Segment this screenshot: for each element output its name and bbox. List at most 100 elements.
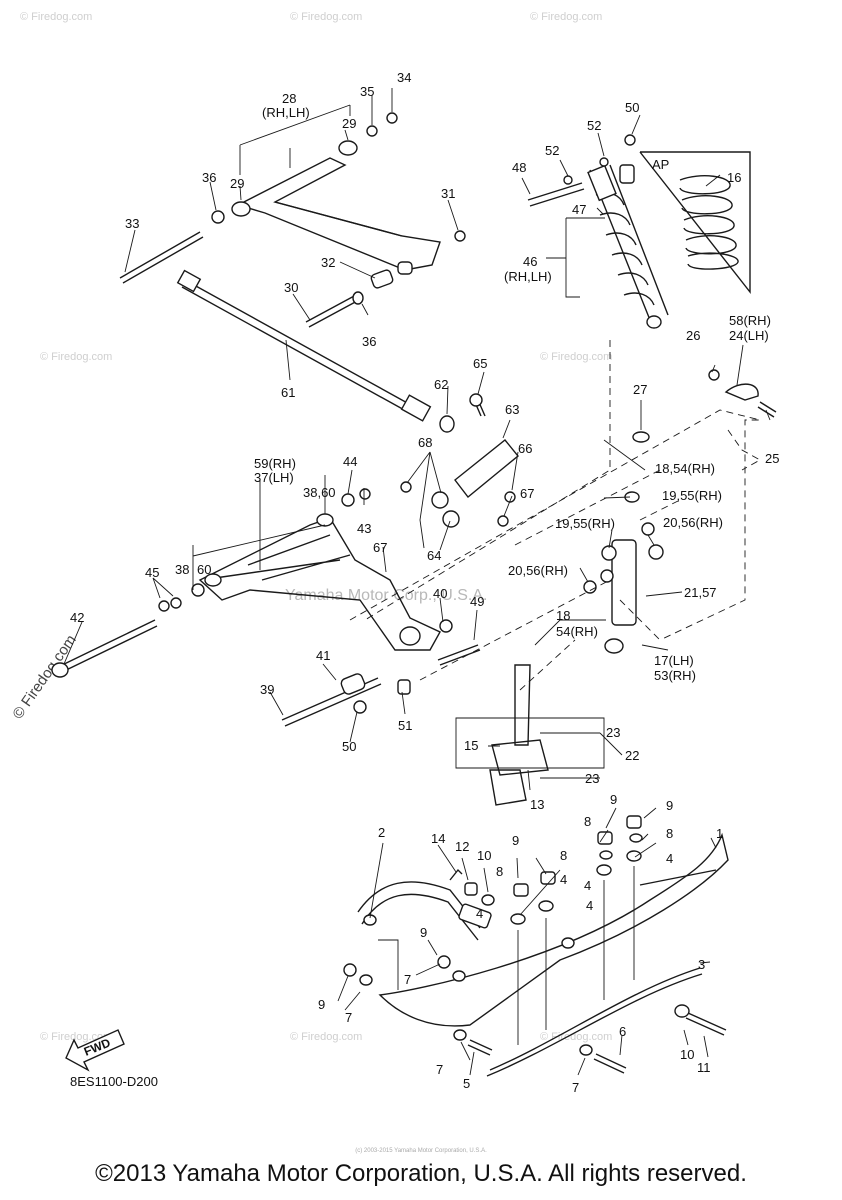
label-25: 25 [765,451,779,466]
label-4: 4 [584,878,591,893]
label-6: 6 [619,1024,626,1039]
label-10: 10 [680,1047,694,1062]
label-49: 49 [470,594,484,609]
label-19-55: 19,55(RH) [662,488,722,503]
label-11: 11 [697,1060,711,1075]
label-67: 67 [520,486,534,501]
label-60: 60 [197,562,211,577]
label-46-sub: (RH,LH) [504,269,552,284]
label-47: 47 [572,202,586,217]
tiny-copyright: (c) 2003-2015 Yamaha Motor Corporation, … [355,1148,487,1154]
label-4: 4 [586,898,593,913]
label-12: 12 [455,839,469,854]
label-32: 32 [321,255,335,270]
label-9: 9 [666,798,673,813]
label-64: 64 [427,548,441,563]
label-40: 40 [433,586,447,601]
label-26: 26 [686,328,700,343]
label-45: 45 [145,565,159,580]
label-1: 1 [716,826,723,841]
label-33: 33 [125,216,139,231]
label-7: 7 [345,1010,352,1025]
label-29: 29 [342,116,356,131]
watermark-center: Yamaha Motor Corp., U.S.A. [285,587,487,604]
label-52: 52 [587,118,601,133]
label-28: 28 [282,91,296,106]
label-8: 8 [584,814,591,829]
watermark-site: © Firedog.com [290,11,362,23]
label-8: 8 [496,864,503,879]
label-5: 5 [463,1076,470,1091]
label-39: 39 [260,682,274,697]
watermark-site: © Firedog.com [290,1031,362,1043]
label-50: 50 [625,100,639,115]
watermark-site-left: © Firedog.com [9,632,79,723]
label-18-54: 18,54(RH) [655,461,715,476]
label-23: 23 [585,771,599,786]
watermark-site: © Firedog.com [530,11,602,23]
label-4: 4 [560,872,567,887]
label-4: 4 [476,906,483,921]
label-48: 48 [512,160,526,175]
label-4: 4 [666,851,673,866]
label-41: 41 [316,648,330,663]
copyright-notice: ©2013 Yamaha Motor Corporation, U.S.A. A… [95,1160,747,1187]
tie-rod-61 [176,269,432,422]
label-42: 42 [70,610,84,625]
label-10: 10 [477,848,491,863]
label-51: 51 [398,718,412,733]
label-17: 17(LH) [654,653,694,668]
label-18: 18 [556,608,570,623]
watermark-site: © Firedog.com [20,11,92,23]
label-68: 68 [418,435,432,450]
label-28-sub: (RH,LH) [262,105,310,120]
watermark-site: © Firedog.com [540,1031,612,1043]
label-38-60: 38,60 [303,485,336,500]
label-62: 62 [434,377,448,392]
spindle-knuckle [489,369,777,806]
label-58: 58(RH) [729,313,771,328]
label-50: 50 [342,739,356,754]
label-46: 46 [523,254,537,269]
label-ap: AP [652,157,669,172]
label-22: 22 [625,748,639,763]
bolt-30 [305,294,360,328]
label-9: 9 [420,925,427,940]
steering-link [400,393,519,666]
part-labels: 28 (RH,LH) 34 35 29 29 36 31 33 32 30 36… [70,70,779,1095]
label-43: 43 [357,521,371,536]
shock-absorber [527,134,669,329]
label-7: 7 [404,972,411,987]
label-19-55: 19,55(RH) [555,516,615,531]
label-35: 35 [360,84,374,99]
label-44: 44 [343,454,357,469]
label-2: 2 [378,825,385,840]
label-15: 15 [464,738,478,753]
label-21-57: 21,57 [684,585,717,600]
label-16: 16 [727,170,741,185]
label-3: 3 [698,957,705,972]
label-63: 63 [505,402,519,417]
label-31: 31 [441,186,455,201]
label-59: 59(RH) [254,456,296,471]
drawing-code: 8ES1100-D200 [70,1074,158,1089]
label-65: 65 [473,356,487,371]
upper-a-arm [211,112,466,289]
label-30: 30 [284,280,298,295]
label-14: 14 [431,831,445,846]
bolt-39 [281,677,382,727]
label-53: 53(RH) [654,668,696,683]
label-24: 24(LH) [729,328,769,343]
label-23: 23 [606,725,620,740]
label-7: 7 [572,1080,579,1095]
label-37: 37(LH) [254,470,294,485]
label-9: 9 [512,833,519,848]
ski-hardware [343,815,727,1074]
label-8: 8 [560,848,567,863]
label-8: 8 [666,826,673,841]
label-9: 9 [610,792,617,807]
watermark-site: © Firedog.com [40,351,112,363]
label-36: 36 [362,334,376,349]
leader-lines [63,88,771,1076]
